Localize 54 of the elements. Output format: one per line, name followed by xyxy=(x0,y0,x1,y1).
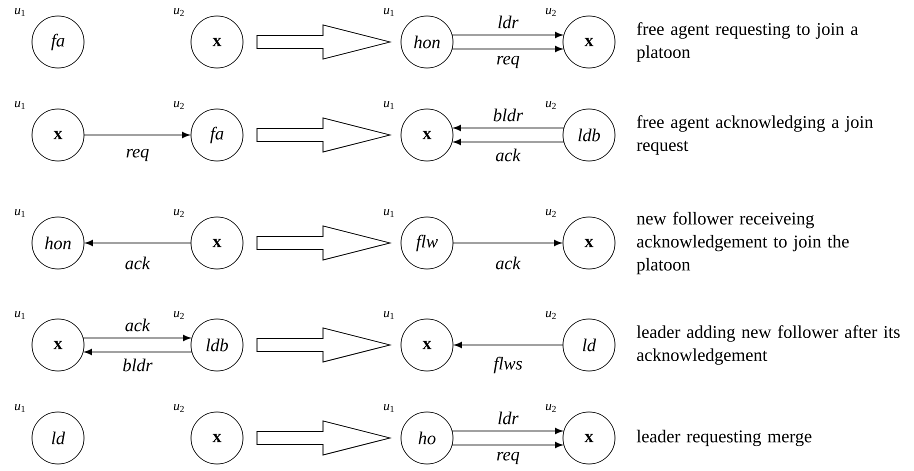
agent-label: u$_{2}$ xyxy=(174,404,184,412)
agent-label: u$_{1}$ xyxy=(384,209,394,217)
arrow xyxy=(452,240,562,246)
arrow xyxy=(452,32,563,38)
transition-arrow xyxy=(256,420,392,456)
arrow xyxy=(85,240,192,246)
agent-label: u$_{2}$ xyxy=(546,101,556,109)
edge-label: flws xyxy=(492,356,524,374)
arrow xyxy=(452,428,563,434)
description-text: leader adding new follower after its acknowledgement xyxy=(636,325,900,365)
transition-arrow xyxy=(256,117,392,153)
edge-label: ldr xyxy=(496,410,520,426)
edge-label: req xyxy=(124,148,150,162)
agent-label: u$_{2}$ xyxy=(174,311,184,319)
agent-label: u$_{2}$ xyxy=(174,8,184,16)
edge-label: req xyxy=(495,450,521,466)
arrow xyxy=(453,124,564,132)
agent-label: u$_{1}$ xyxy=(384,311,394,319)
agent-label: u$_{1}$ xyxy=(14,209,25,217)
agent-label: u$_{2}$ xyxy=(546,209,556,217)
arrow xyxy=(454,342,564,348)
agent-label: u$_{2}$ xyxy=(546,404,556,412)
arrow xyxy=(453,138,564,146)
arrow xyxy=(452,46,563,52)
agent-label: u$_{1}$ xyxy=(384,8,394,16)
edge-label: bldr xyxy=(121,358,154,372)
agent-label: u$_{1}$ xyxy=(14,311,25,319)
description-text: new follower receiveing acknowledgement to join the platoon xyxy=(636,212,849,274)
agent-label: u$_{2}$ xyxy=(174,209,184,217)
agent-label: u$_{1}$ xyxy=(384,101,394,109)
arrow xyxy=(84,132,190,138)
edge-label: bldr xyxy=(492,108,524,122)
description-text: free agent acknowledging a join request xyxy=(636,115,874,155)
transition-arrow xyxy=(256,24,392,60)
agent-label: u$_{2}$ xyxy=(174,101,184,109)
transition-arrow xyxy=(256,225,392,261)
edge-label: ack xyxy=(494,256,522,270)
arrow xyxy=(84,348,192,356)
agent-label: u$_{1}$ xyxy=(384,404,394,412)
edge-label: req xyxy=(495,54,521,70)
arrow xyxy=(82,334,191,342)
edge-label: ldr xyxy=(496,14,520,30)
edge-label: ack xyxy=(124,318,152,332)
agent-label: u$_{1}$ xyxy=(14,101,25,109)
description-text: free agent requesting to join a platoon xyxy=(636,22,858,62)
agent-label: u$_{2}$ xyxy=(546,8,556,16)
description-text: leader requesting merge xyxy=(636,430,812,446)
arrow xyxy=(452,442,563,448)
transition-arrow xyxy=(256,327,392,363)
edge-label: ack xyxy=(124,256,152,270)
edge-label: ack xyxy=(494,148,522,162)
agent-label: u$_{1}$ xyxy=(14,404,25,412)
agent-label: u$_{2}$ xyxy=(546,311,556,319)
agent-label: u$_{1}$ xyxy=(14,8,25,16)
